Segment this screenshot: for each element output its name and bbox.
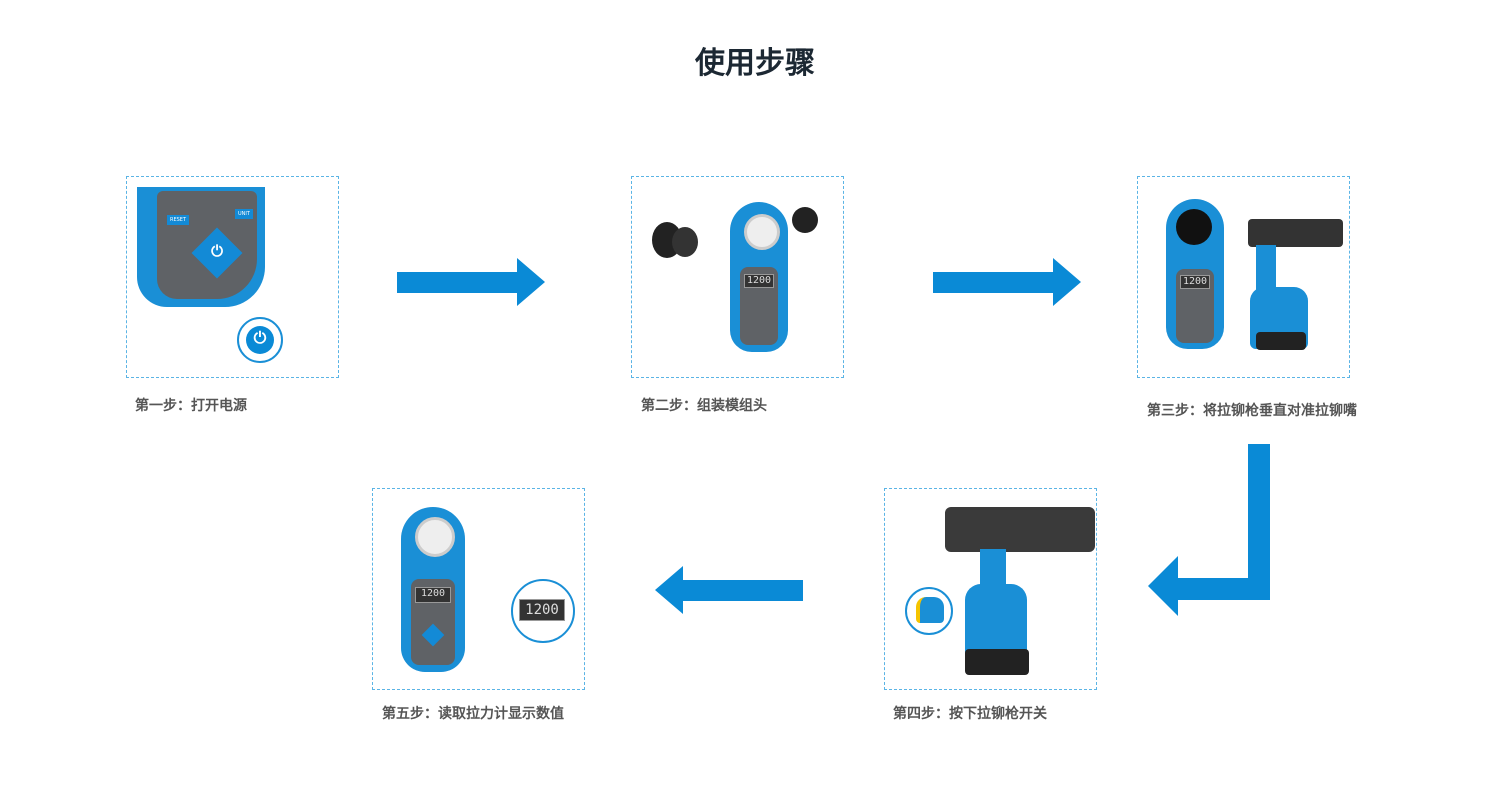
page-title: 使用步骤 xyxy=(695,46,815,81)
step-3-label: 第三步：将拉铆枪垂直对准拉铆嘴 xyxy=(1147,403,1357,419)
display-zoom-circle: 1200 xyxy=(511,579,575,643)
step-3-image: 1200 xyxy=(1137,176,1350,378)
module-head-right xyxy=(792,207,818,233)
device-closeup: RESET UNIT ⏻ xyxy=(137,187,265,307)
step-5-label: 第五步：读取拉力计显示数值 xyxy=(382,706,564,722)
trigger-zoom-circle xyxy=(905,587,953,635)
rivet-gun-barrel xyxy=(945,507,1095,552)
step-4-label: 第四步：按下拉铆枪开关 xyxy=(893,706,1047,722)
display-zoom: 1200 xyxy=(519,599,565,621)
step-1-image: RESET UNIT ⏻ ⏻ xyxy=(126,176,339,378)
display: 1200 xyxy=(1180,275,1210,289)
power-icon: ⏻ xyxy=(211,242,223,260)
step-2-label: 第二步：组装模组头 xyxy=(641,398,767,414)
step-4-image xyxy=(884,488,1097,690)
unit-button: UNIT xyxy=(235,209,253,219)
rivet-gun-barrel xyxy=(1248,219,1343,247)
display: 1200 xyxy=(744,274,774,288)
arrow-right-icon xyxy=(933,258,1081,306)
arrow-left-icon xyxy=(655,566,803,614)
step-5-image: 1200 1200 xyxy=(372,488,585,690)
arrow-right-icon xyxy=(397,258,545,306)
step-2-image: 1200 xyxy=(631,176,844,378)
force-gauge: 1200 xyxy=(730,202,788,352)
step-1-label: 第一步：打开电源 xyxy=(135,398,247,414)
force-gauge: 1200 xyxy=(1166,199,1224,349)
display: 1200 xyxy=(415,587,451,603)
reset-button: RESET xyxy=(167,215,190,225)
power-zoom-circle: ⏻ xyxy=(237,317,283,363)
force-gauge: 1200 xyxy=(401,507,465,672)
arrow-elbow-down-left-icon xyxy=(1148,444,1270,616)
power-icon: ⏻ xyxy=(253,328,267,347)
